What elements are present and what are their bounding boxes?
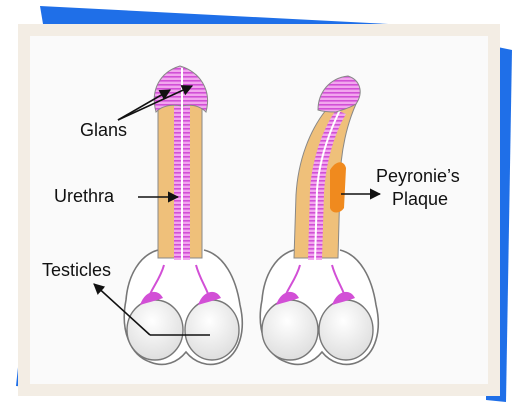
- arrow-testicles-1: [93, 283, 151, 336]
- peyronie-plaque: [330, 162, 346, 213]
- spongiosum-right: [308, 110, 346, 260]
- spermatic-cord-left-a: [147, 264, 165, 301]
- label-testicles: Testicles: [42, 260, 111, 280]
- label-plaque-group: Peyronie’s Plaque: [341, 166, 460, 209]
- epididymis-right-a: [276, 291, 299, 305]
- label-urethra: Urethra: [54, 186, 115, 206]
- diagram-card: [18, 24, 500, 396]
- label-urethra-group: Urethra: [54, 186, 180, 206]
- label-plaque-line2: Plaque: [392, 189, 448, 209]
- epididymis-right-b: [332, 291, 355, 305]
- peyronie-anatomy: [259, 75, 380, 366]
- epididymis-left-a: [140, 291, 163, 305]
- spermatic-cord-left-b: [195, 264, 211, 301]
- testicle-left-b: [184, 299, 240, 361]
- spermatic-cord-right-b: [331, 264, 347, 301]
- spermatic-cord-right-a: [283, 264, 301, 301]
- glans-right: [317, 75, 361, 113]
- arrow-glans-2: [117, 85, 194, 121]
- label-plaque-line1: Peyronie’s: [376, 166, 460, 186]
- testicle-left-a: [126, 299, 184, 361]
- testicle-right-a: [261, 299, 319, 361]
- label-testicles-group: Testicles: [42, 260, 210, 336]
- label-glans-group: Glans: [80, 85, 194, 140]
- arrow-glans-1: [117, 89, 171, 121]
- label-glans: Glans: [80, 120, 127, 140]
- testicle-right-b: [318, 299, 374, 361]
